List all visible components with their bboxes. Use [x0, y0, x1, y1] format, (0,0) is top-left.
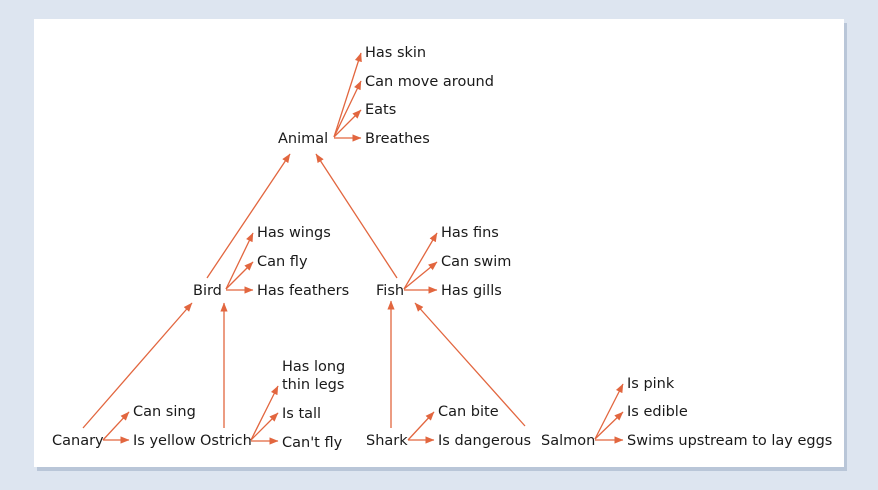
property-ostrich-thin-legs: thin legs — [282, 377, 344, 393]
property-animal-eats: Eats — [365, 102, 396, 118]
arrow-fish-has-fins — [403, 232, 438, 290]
property-salmon-is-pink: Is pink — [627, 376, 675, 392]
property-shark-is-dangerous: Is dangerous — [438, 433, 531, 449]
node-shark: Shark — [366, 433, 408, 449]
arrow-shark-can-bite — [407, 411, 435, 441]
property-canary-is-yellow: Is yellow — [133, 433, 196, 449]
arrow-salmon-to-fish — [414, 302, 526, 427]
property-ostrich-cant-fly: Can't fly — [282, 435, 343, 451]
property-fish-has-gills: Has gills — [441, 283, 502, 299]
arrow-ostrich-is-tall — [250, 412, 279, 441]
node-bird: Bird — [193, 283, 222, 299]
arrow-fish-can-swim — [403, 261, 438, 290]
arrow-bird-has-wings — [225, 232, 254, 290]
property-ostrich-is-tall: Is tall — [282, 406, 321, 422]
arrow-fish-to-animal — [315, 153, 398, 279]
property-ostrich-has-long: Has long — [282, 359, 345, 375]
node-salmon: Salmon — [541, 433, 595, 449]
diagram-card — [34, 19, 844, 467]
property-fish-has-fins: Has fins — [441, 225, 499, 241]
arrows-layer — [82, 52, 624, 445]
node-fish: Fish — [376, 283, 404, 299]
arrow-canary-can-sing — [102, 411, 130, 441]
arrow-salmon-is-pink — [594, 383, 624, 440]
arrow-animal-eats — [333, 109, 362, 138]
arrow-bird-to-animal — [206, 153, 291, 279]
arrow-salmon-is-edible — [594, 411, 624, 440]
arrow-canary-to-bird — [82, 302, 193, 429]
node-canary: Canary — [52, 433, 104, 449]
property-bird-can-fly: Can fly — [257, 254, 308, 270]
property-shark-can-bite: Can bite — [438, 404, 499, 420]
property-animal-has-skin: Has skin — [365, 45, 426, 61]
property-canary-can-sing: Can sing — [133, 404, 196, 420]
node-animal: Animal — [278, 131, 328, 147]
arrow-bird-can-fly — [225, 261, 254, 290]
arrow-ostrich-has-long-legs — [250, 385, 279, 441]
property-salmon-is-edible: Is edible — [627, 404, 688, 420]
property-bird-has-feathers: Has feathers — [257, 283, 349, 299]
property-salmon-swims-upstream: Swims upstream to lay eggs — [627, 433, 832, 449]
property-animal-can-move-around: Can move around — [365, 74, 494, 90]
property-bird-has-wings: Has wings — [257, 225, 331, 241]
arrow-animal-has-skin — [333, 52, 362, 138]
node-ostrich: Ostrich — [200, 433, 252, 449]
property-animal-breathes: Breathes — [365, 131, 430, 147]
arrow-animal-can-move — [333, 80, 362, 138]
property-fish-can-swim: Can swim — [441, 254, 511, 270]
